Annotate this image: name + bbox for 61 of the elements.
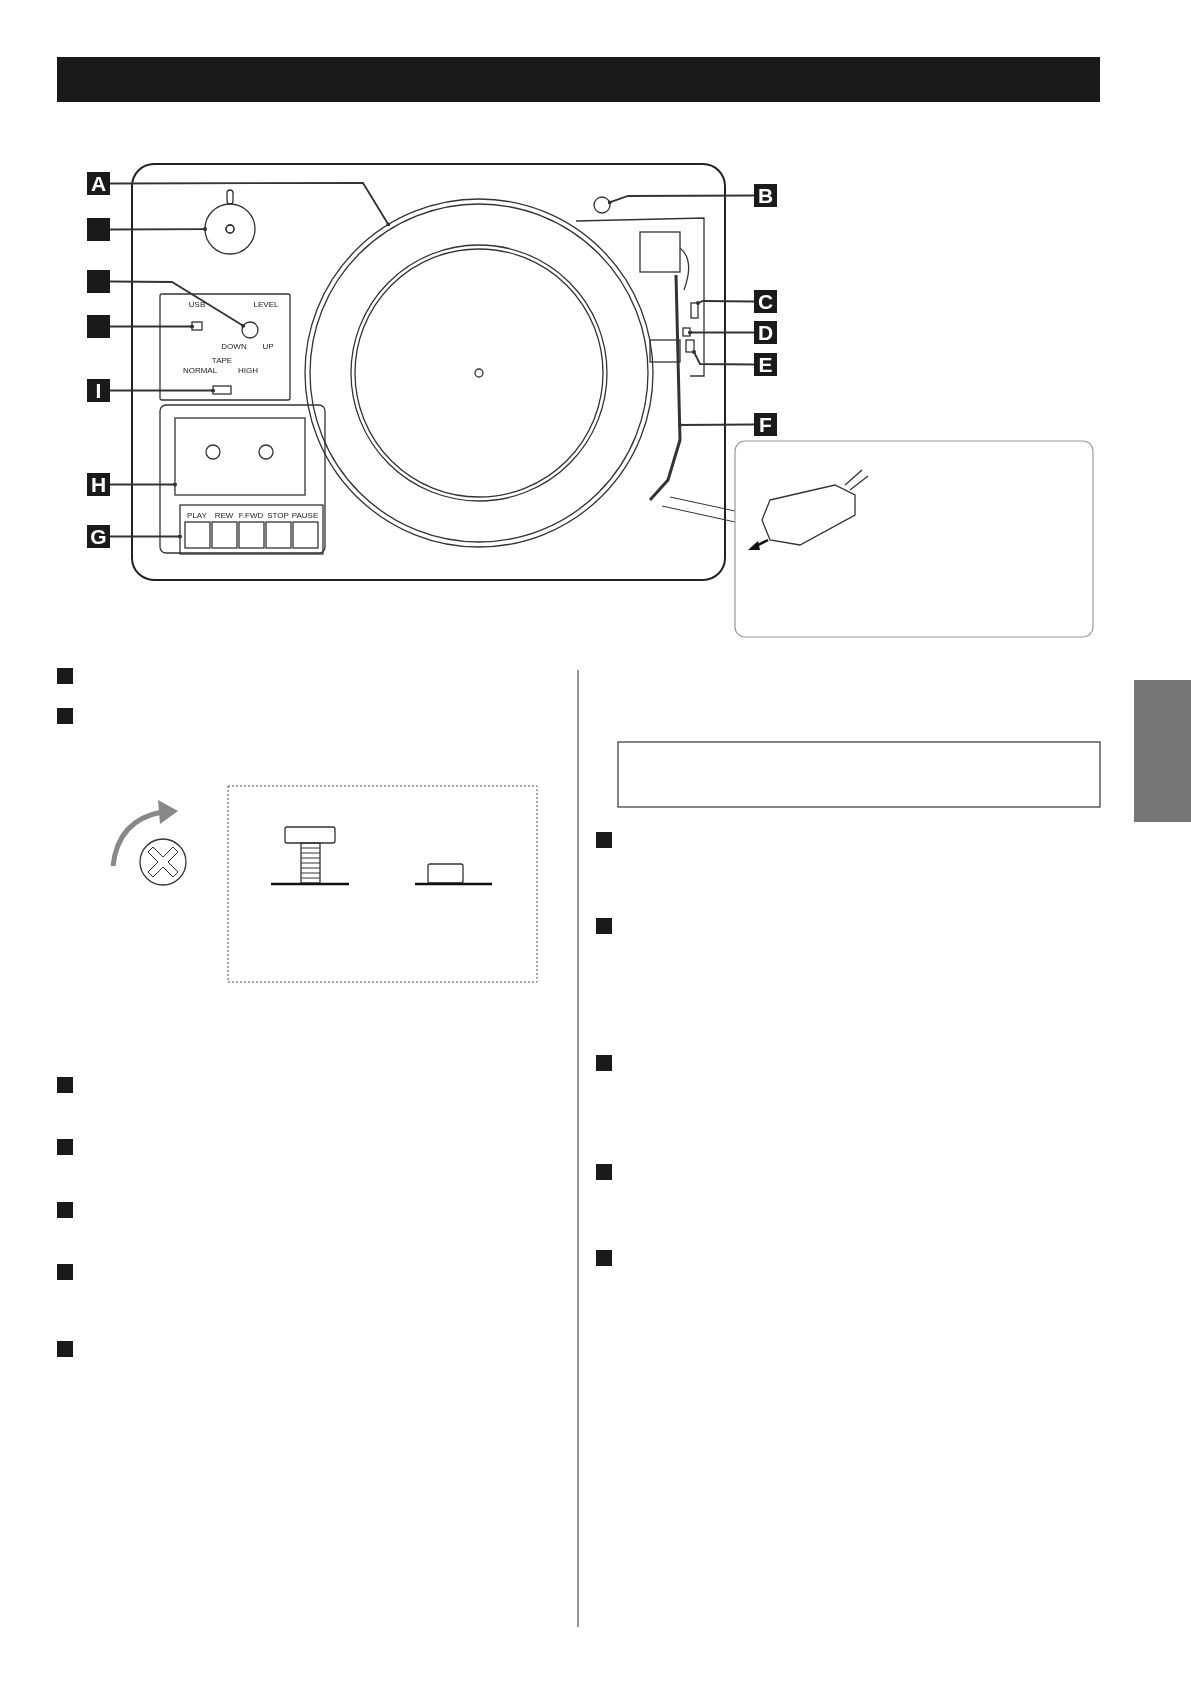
callout-square (87, 218, 110, 241)
callout-square (87, 270, 110, 293)
leader-line (688, 330, 755, 335)
tone-arm (648, 274, 682, 501)
callout-letter: E (754, 353, 777, 376)
callout-square (57, 1077, 73, 1093)
callout-square (596, 1055, 612, 1071)
level-knob (241, 321, 259, 339)
panel-label: NORMAL (182, 366, 218, 375)
button-label: F.FWD (238, 511, 264, 520)
panel-label: LEVEL (253, 300, 279, 309)
leader-line (109, 482, 177, 487)
callout-letter: D (754, 321, 777, 344)
leader-line (109, 534, 182, 539)
panel-label: USB (188, 300, 206, 309)
title-bar (57, 57, 1100, 102)
callout-square (596, 1250, 612, 1266)
callout-square (57, 1139, 73, 1155)
leader-line (678, 423, 755, 427)
callout-square (57, 1341, 73, 1357)
button-label: REW (214, 511, 234, 520)
lift-lever (685, 339, 695, 353)
leader-line (696, 300, 755, 305)
leader-line (607, 194, 755, 205)
usb-port (191, 321, 203, 331)
panel-label: DOWN (221, 342, 247, 351)
callout-square (57, 1202, 73, 1218)
callout-letter: H (87, 473, 110, 496)
lever (690, 302, 699, 319)
round-button (593, 196, 611, 214)
leader-line (109, 388, 215, 393)
leader-line (109, 280, 246, 328)
slide-switch (212, 385, 232, 395)
callout-square (57, 668, 73, 684)
callout-square (57, 708, 73, 724)
adapter-holder (204, 203, 256, 255)
callout-letter: F (754, 413, 777, 436)
panel-label: TAPE (211, 356, 233, 365)
callout-letter: I (87, 379, 110, 402)
cassette-door (174, 417, 306, 496)
leader-line (109, 182, 391, 227)
button-label: PLAY (187, 511, 207, 520)
side-tab (1134, 680, 1191, 822)
panel-label: UP (262, 342, 274, 351)
button-panel (179, 504, 324, 555)
callout-square (596, 832, 612, 848)
leader-line (692, 350, 755, 366)
leader-line (109, 324, 194, 329)
callout-letter: B (754, 184, 777, 207)
callout-square (57, 1264, 73, 1280)
callout-letter: G (87, 525, 110, 548)
callout-square (596, 1164, 612, 1180)
leader-line (109, 227, 207, 232)
callout-letter: C (754, 290, 777, 313)
arm-clip (682, 327, 691, 337)
callout-square (87, 315, 110, 338)
callout-letter: A (87, 172, 110, 195)
callout-square (596, 918, 612, 934)
button-label: STOP (267, 511, 289, 520)
panel-label: HIGH (238, 366, 258, 375)
button-label: PAUSE (291, 511, 319, 520)
